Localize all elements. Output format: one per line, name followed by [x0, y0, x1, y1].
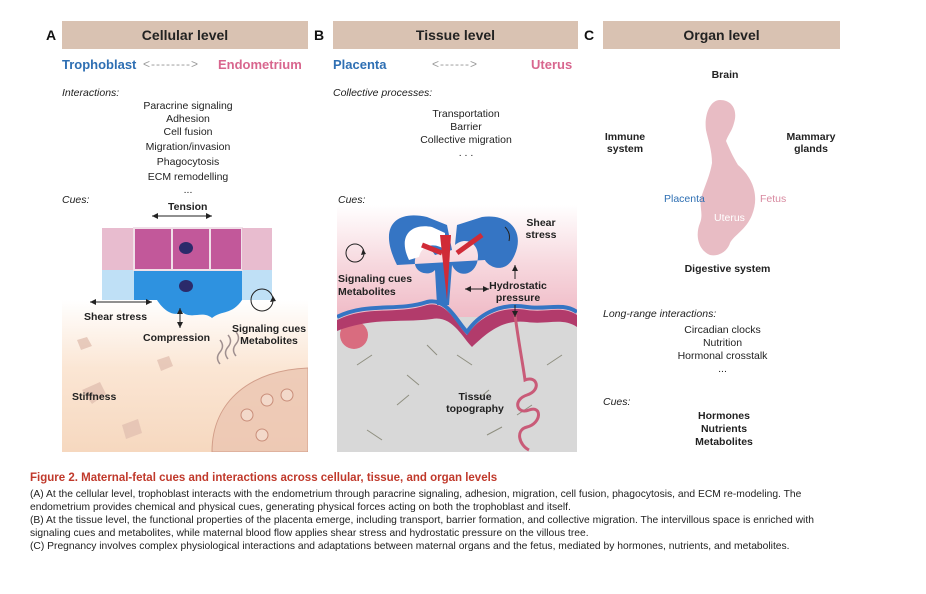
caption-a: (A) At the cellular level, trophoblast i… — [30, 489, 802, 513]
panel-b-letter: B — [314, 27, 325, 43]
hydrostatic-pressure-label: Hydrostatic pressure — [480, 280, 556, 304]
list-item: ... — [718, 363, 727, 375]
signaling-cues-label-b: Signaling cues Metabolites — [338, 273, 412, 299]
tissue-topography-label: Tissue topography — [445, 391, 505, 415]
hydrostatic-text: Hydrostatic — [489, 280, 547, 292]
immune-system-label: Immune system — [600, 131, 650, 155]
cues-label-c: Cues: — [603, 396, 631, 408]
signaling-cues-text: Signaling cues — [338, 273, 413, 285]
mammary-glands-label: Mammary glands — [781, 131, 841, 155]
pregnant-body-silhouette — [697, 100, 756, 256]
list-item: Collective migration — [420, 134, 512, 146]
list-item: Paracrine signaling — [143, 100, 233, 112]
list-item: Hormones — [698, 410, 750, 422]
panel-a-header: Cellular level — [62, 21, 308, 49]
list-item: Phagocytosis — [156, 156, 220, 168]
shear-stress-label-a: Shear stress — [84, 311, 148, 323]
list-item: Nutrition — [702, 337, 743, 349]
list-item: Adhesion — [166, 113, 210, 125]
fetus-label: Fetus — [760, 193, 787, 205]
stiffness-label: Stiffness — [72, 391, 117, 403]
uterus-organ-label: Uterus — [714, 212, 745, 224]
metabolites-text: Metabolites — [240, 335, 298, 347]
topography-text: topography — [446, 403, 504, 415]
list-item: Nutrients — [700, 423, 748, 435]
list-item: Circadian clocks — [684, 324, 761, 336]
panel-a-double-arrow: <--------> — [143, 57, 199, 71]
glands-text: glands — [794, 143, 828, 155]
cellular-illustration — [62, 213, 308, 452]
list-item: ... — [183, 184, 193, 196]
panel-b-header: Tissue level — [333, 21, 578, 49]
interactions-label: Interactions: — [62, 87, 120, 99]
list-item: ECM remodelling — [147, 171, 229, 183]
signaling-cues-label-a: Signaling cues Metabolites — [229, 323, 309, 347]
tension-label: Tension — [168, 201, 208, 213]
shear-stress-label-b: Shear stress — [515, 217, 567, 241]
caption-b: (B) At the tissue level, the functional … — [30, 515, 814, 539]
signaling-cues-text: Signaling cues — [231, 323, 307, 335]
long-range-list: Circadian clocks Nutrition Hormonal cros… — [660, 324, 785, 376]
cues-label-a: Cues: — [62, 194, 90, 206]
tissue-text: Tissue — [458, 391, 492, 403]
uterus-term: Uterus — [531, 57, 573, 72]
mammary-text: Mammary — [786, 131, 836, 143]
brain-label: Brain — [711, 69, 739, 81]
collective-processes-label: Collective processes: — [333, 87, 433, 99]
long-range-label: Long-range interactions: — [603, 308, 717, 320]
immune-text: Immune — [604, 131, 646, 143]
list-item: Barrier — [450, 121, 482, 133]
tissue-illustration — [337, 205, 577, 452]
list-item: Metabolites — [695, 436, 753, 448]
shear-text: Shear — [526, 217, 556, 229]
list-item: . . . — [458, 147, 474, 159]
endometrium-term: Endometrium — [218, 57, 302, 72]
trophoblast-term: Trophoblast — [62, 57, 137, 72]
list-item: Hormonal crosstalk — [677, 350, 768, 362]
stress-text: stress — [525, 229, 557, 241]
panel-a-letter: A — [46, 27, 57, 43]
metabolites-text: Metabolites — [338, 286, 396, 298]
figure-caption-body: (A) At the cellular level, trophoblast i… — [30, 488, 855, 553]
system-text: system — [606, 143, 644, 155]
interactions-list: Paracrine signaling Adhesion Cell fusion… — [118, 100, 258, 197]
list-item: Transportation — [432, 108, 500, 120]
organ-cues-list: Hormones Nutrients Metabolites — [680, 410, 768, 449]
placenta-term: Placenta — [333, 57, 387, 72]
panel-c-header: Organ level — [603, 21, 840, 49]
figure-caption-title: Figure 2. Maternal-fetal cues and intera… — [30, 472, 498, 484]
caption-c: (C) Pregnancy involves complex physiolog… — [30, 541, 790, 552]
compression-label: Compression — [143, 332, 211, 344]
cues-label-b: Cues: — [338, 194, 366, 206]
processes-list: Transportation Barrier Collective migrat… — [396, 108, 536, 160]
panel-b-double-arrow: <------> — [432, 57, 478, 71]
placenta-organ-label: Placenta — [664, 193, 705, 205]
list-item: Migration/invasion — [145, 141, 231, 153]
digestive-system-label: Digestive system — [684, 263, 771, 275]
list-item: Cell fusion — [163, 126, 213, 138]
panel-c-letter: C — [584, 27, 595, 43]
pressure-text: pressure — [495, 292, 541, 304]
